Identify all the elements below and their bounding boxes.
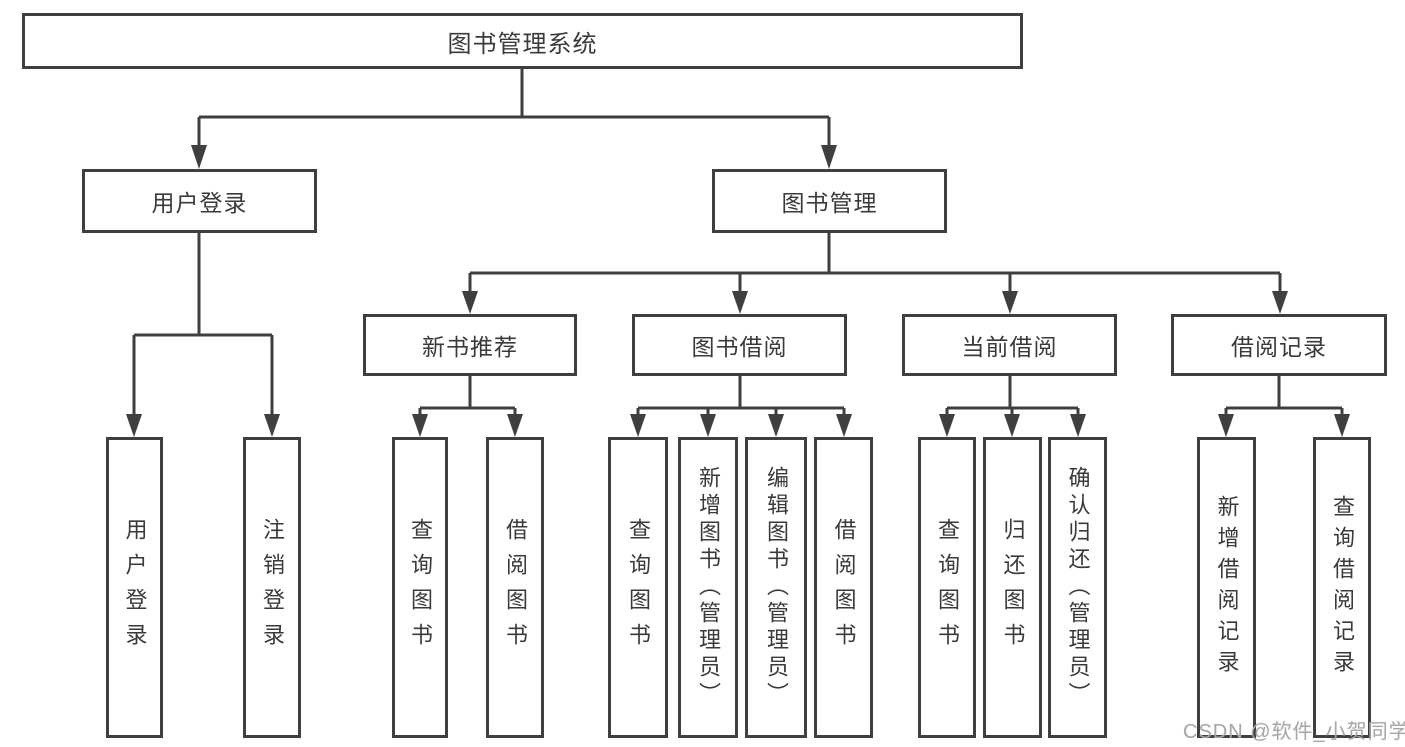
- leaf-label: 确认归还（管理员）: [1065, 466, 1091, 709]
- node-current-query-books: 查询图书: [918, 437, 976, 738]
- leaf-label: 用户登录: [122, 517, 148, 658]
- node-user-login-action: 用户登录: [106, 437, 163, 738]
- node-recommend-query-books: 查询图书: [392, 437, 448, 738]
- node-logout: 注销登录: [243, 437, 301, 738]
- node-book-management: 图书管理: [712, 169, 947, 233]
- node-current-borrow: 当前借阅: [902, 314, 1117, 376]
- leaf-label: 借阅图书: [831, 517, 857, 658]
- node-borrow-query-books: 查询图书: [608, 437, 668, 738]
- node-new-book-recommend: 新书推荐: [363, 314, 577, 376]
- leaf-label: 归还图书: [1000, 517, 1026, 658]
- node-current-confirm-return-admin: 确认归还（管理员）: [1048, 437, 1107, 738]
- leaf-label: 注销登录: [260, 517, 285, 658]
- node-recommend-borrow-books: 借阅图书: [486, 437, 544, 738]
- leaf-label: 查询图书: [935, 517, 960, 658]
- node-records-add-record: 新增借阅记录: [1197, 437, 1256, 738]
- node-borrow-borrow-books: 借阅图书: [814, 437, 873, 738]
- leaf-label: 借阅图书: [503, 517, 528, 658]
- node-library-system: 图书管理系统: [22, 13, 1023, 69]
- node-records-query-record: 查询借阅记录: [1313, 437, 1371, 738]
- node-borrow-records: 借阅记录: [1171, 314, 1387, 376]
- leaf-label: 新增图书（管理员）: [696, 466, 721, 709]
- node-book-borrow: 图书借阅: [632, 314, 847, 376]
- leaf-label: 查询图书: [626, 517, 651, 658]
- node-borrow-add-books-admin: 新增图书（管理员）: [678, 437, 738, 738]
- leaf-label: 查询图书: [408, 517, 433, 658]
- node-borrow-edit-books-admin: 编辑图书（管理员）: [745, 437, 807, 738]
- leaf-label: 新增借阅记录: [1214, 494, 1240, 681]
- leaf-label: 编辑图书（管理员）: [764, 466, 789, 709]
- node-user-login: 用户登录: [82, 169, 317, 233]
- leaf-label: 查询借阅记录: [1330, 494, 1355, 681]
- csdn-watermark: CSDN @软件_小贺同学: [1183, 721, 1405, 743]
- node-current-return-books: 归还图书: [983, 437, 1042, 738]
